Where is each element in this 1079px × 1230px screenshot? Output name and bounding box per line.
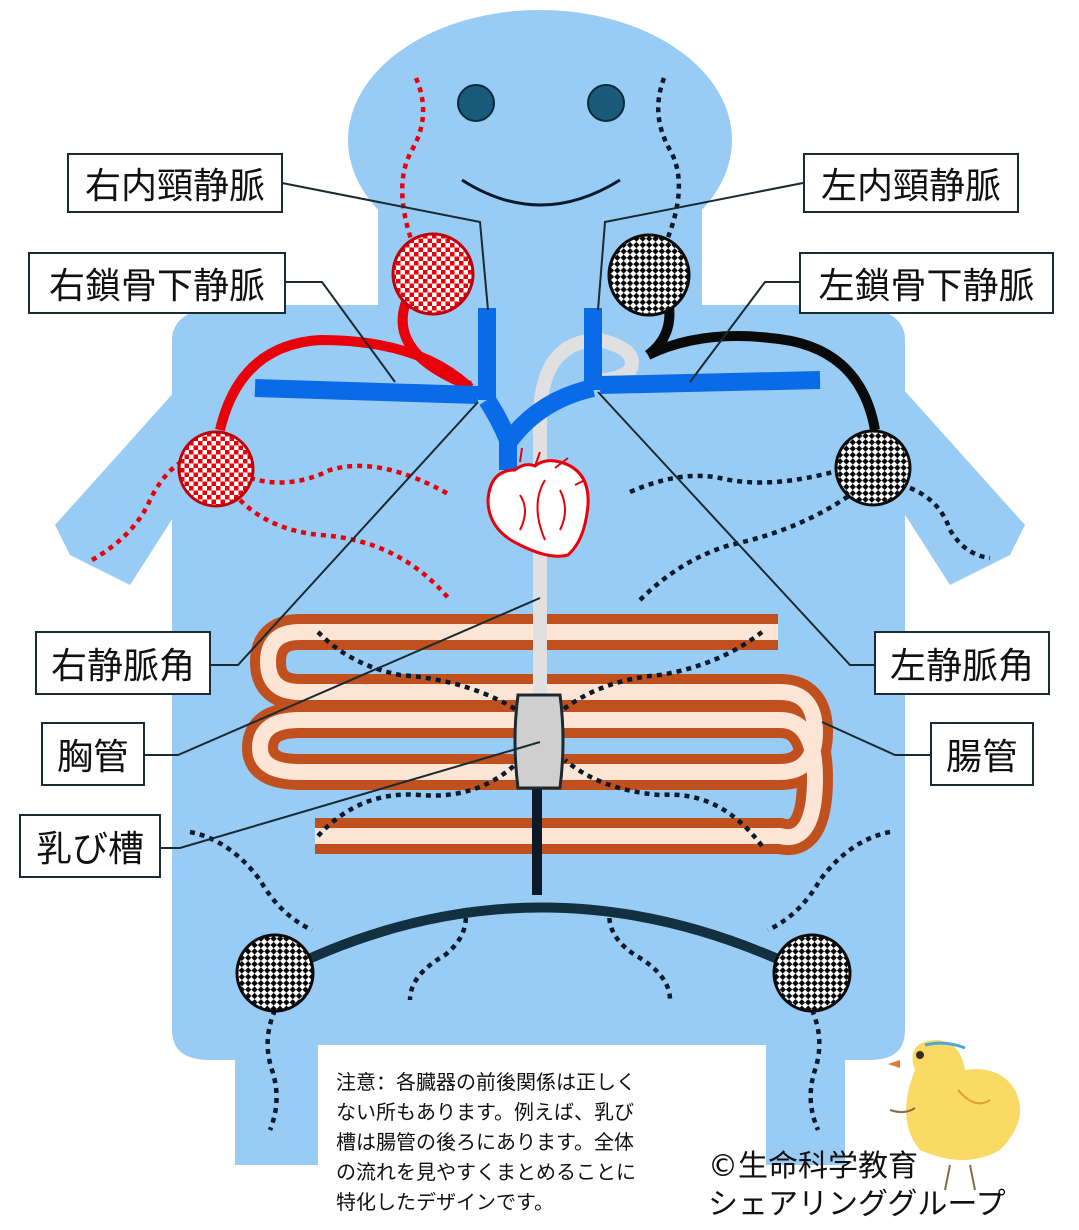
label-thoracic-duct: 胸管 xyxy=(41,722,145,786)
lymph-node-groin-right xyxy=(235,933,315,1013)
lymph-node-neck-left xyxy=(607,233,691,317)
label-right-subclavian: 右鎖骨下静脈 xyxy=(28,252,286,314)
label-intestine: 腸管 xyxy=(930,722,1034,786)
lymph-node-groin-left xyxy=(772,933,852,1013)
lymph-nodes xyxy=(177,232,912,1013)
lower-lymph-trunk xyxy=(272,788,815,980)
lymph-node-axilla-right xyxy=(177,430,255,508)
smile xyxy=(461,178,621,207)
label-right-venous-angle: 右静脈角 xyxy=(35,631,211,695)
note-box: 注意：各臓器の前後関係は正しく ない所もあります。例えば、乳び 槽は腸管の後ろに… xyxy=(318,1045,766,1215)
heart-icon xyxy=(486,447,590,558)
intestine xyxy=(241,614,834,855)
label-left-venous-angle: 左静脈角 xyxy=(874,631,1050,695)
note-line: の流れを見やすくまとめることに xyxy=(336,1160,636,1184)
label-left-internal-jugular: 左内頸静脈 xyxy=(803,153,1019,213)
eye-left xyxy=(587,84,625,122)
note-line: 特化したデザインです。 xyxy=(336,1190,554,1214)
lymph-node-neck-right xyxy=(391,232,475,316)
credit: ©生命科学教育 シェアリンググループ xyxy=(708,1148,1006,1224)
veins xyxy=(254,308,821,470)
leader-lines xyxy=(145,182,930,849)
subclavian-vein-right xyxy=(254,379,479,404)
lymph-node-axilla-left xyxy=(834,429,912,507)
credit-line-2: シェアリンググループ xyxy=(708,1187,1006,1222)
note-line: 槽は腸管の後ろにあります。全体 xyxy=(336,1130,634,1154)
brachiocephalic-vein xyxy=(479,395,517,470)
note-line: 注意：各臓器の前後関係は正しく xyxy=(336,1070,636,1094)
label-left-subclavian: 左鎖骨下静脈 xyxy=(799,252,1054,314)
lymph-vessels-dotted xyxy=(90,77,991,1131)
credit-line-1: ©生命科学教育 xyxy=(708,1149,918,1184)
label-cisterna-chyli: 乳び槽 xyxy=(19,814,161,878)
chick-icon xyxy=(888,1040,1020,1191)
subclavian-vein-left xyxy=(599,371,821,394)
eye-right xyxy=(457,84,495,122)
face xyxy=(457,84,625,207)
label-right-internal-jugular: 右内頸静脈 xyxy=(67,153,283,213)
note-line: ない所もあります。例えば、乳び xyxy=(336,1100,634,1124)
